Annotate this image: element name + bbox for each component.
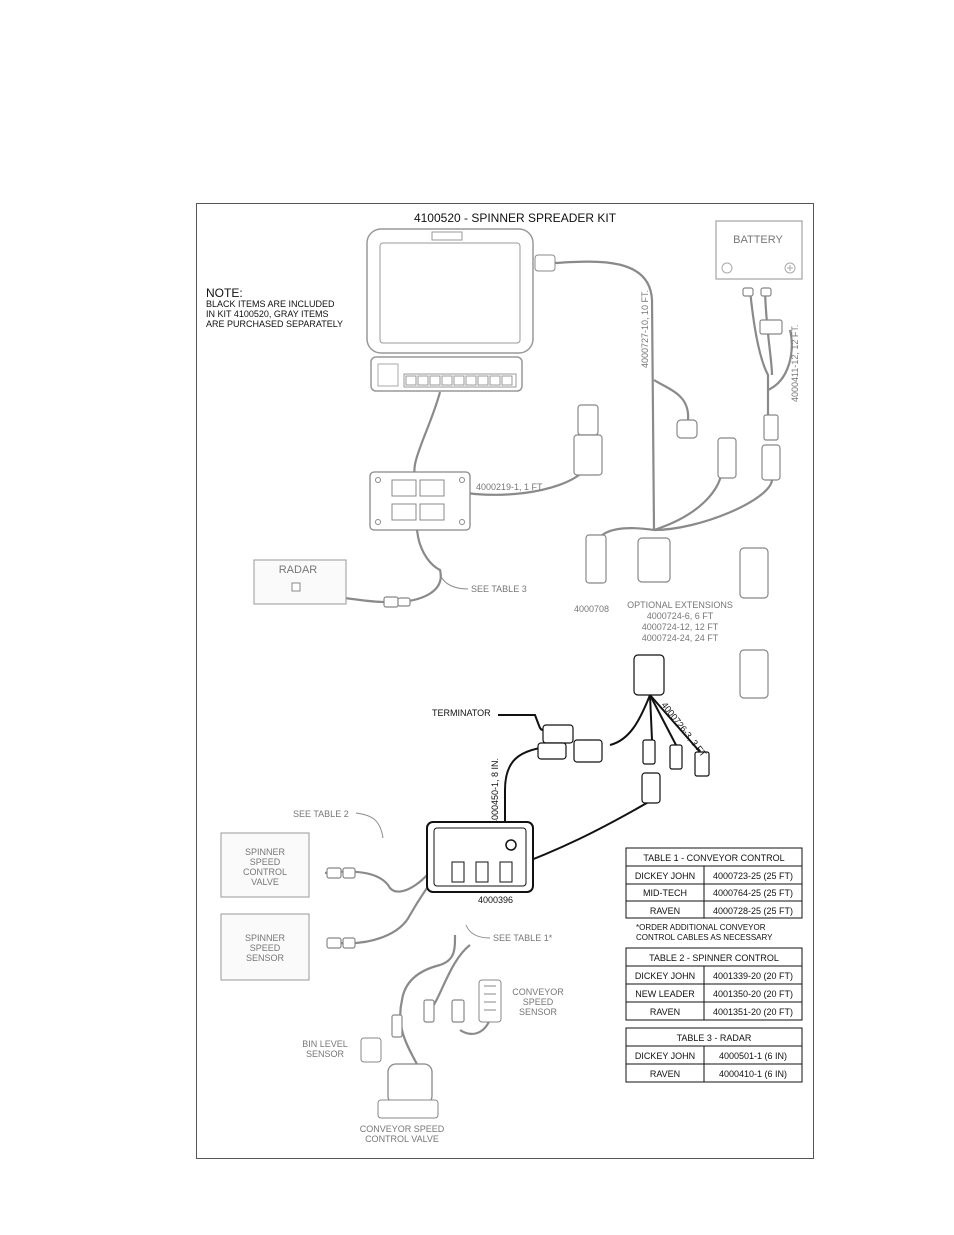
table-1-r2-c1: MID-TECH — [643, 888, 687, 898]
table-1-r2-c2: 4000764-25 (25 FT) — [713, 888, 793, 898]
table-2-title: TABLE 2 - SPINNER CONTROL — [649, 953, 779, 963]
aux-module-icon — [369, 471, 471, 531]
optional-extensions-label: OPTIONAL EXTENSIONS — [627, 600, 733, 610]
table-3: TABLE 3 - RADAR DICKEY JOHN 4000501-1 (6… — [625, 1027, 803, 1083]
table-2-r3-c2: 4001351-20 (20 FT) — [713, 1007, 793, 1017]
battery-label: BATTERY — [733, 234, 783, 246]
conveyor-sensor-line-1: CONVEYOR — [512, 987, 564, 997]
table-3-r1-c1: DICKEY JOHN — [635, 1051, 695, 1061]
spinner-sensor-line-1: SPINNER — [245, 933, 286, 943]
part-4000708-label: 4000708 — [574, 604, 609, 614]
ext-line-3: 4000724-24, 24 FT — [642, 633, 719, 643]
table-1-r3-c2: 4000728-25 (25 FT) — [713, 906, 793, 916]
table-2-r2-c2: 4001350-20 (20 FT) — [713, 989, 793, 999]
spinner-sensor-line-2: SPEED — [250, 943, 281, 953]
diagram-frame — [196, 203, 814, 1159]
spinner-sensor-line-3: SENSOR — [246, 953, 285, 963]
spinner-valve-line-3: CONTROL — [243, 867, 287, 877]
conveyor-sensor-line-2: SPEED — [523, 997, 554, 1007]
spinner-valve-line-2: SPEED — [250, 857, 281, 867]
bin-level-line-2: SENSOR — [306, 1049, 345, 1059]
table-2-r3-c1: RAVEN — [650, 1007, 680, 1017]
spinner-valve-line-4: VALVE — [251, 877, 279, 887]
radar-label: RADAR — [279, 564, 318, 576]
cable-aux-label: 4000219-1, 1 FT — [476, 482, 543, 492]
table-1-r3-c1: RAVEN — [650, 906, 680, 916]
see-table-2-label: SEE TABLE 2 — [293, 809, 349, 819]
display-icon — [366, 228, 556, 392]
cable-battery-label: 4000411-12, 12 FT. — [790, 325, 800, 402]
table-1-footnote-2: CONTROL CABLES AS NECESSARY — [636, 933, 773, 942]
terminator-label: TERMINATOR — [432, 708, 491, 718]
ext-line-2: 4000724-12, 12 FT — [642, 622, 719, 632]
table-2-r1-c1: DICKEY JOHN — [635, 971, 695, 981]
table-3-r2-c1: RAVEN — [650, 1069, 680, 1079]
note-line-3: ARE PURCHASED SEPARATELY — [206, 319, 343, 329]
radar-box — [253, 559, 347, 605]
diagram-title: 4100520 - SPINNER SPREADER KIT — [414, 211, 617, 225]
bin-level-sensor-icon — [360, 1037, 382, 1063]
battery-icon — [715, 220, 803, 280]
table-1-footnote-1: *ORDER ADDITIONAL CONVEYOR — [636, 923, 766, 932]
table-3-title: TABLE 3 - RADAR — [677, 1033, 752, 1043]
table-1-r1-c2: 4000723-25 (25 FT) — [713, 871, 793, 881]
spinner-valve-box — [220, 832, 310, 898]
ext-line-1: 4000724-6, 6 FT — [647, 611, 714, 621]
module-part-label: 4000396 — [478, 895, 513, 905]
conveyor-valve-icon — [377, 1063, 439, 1119]
table-2-r2-c1: NEW LEADER — [635, 989, 695, 999]
conveyor-sensor-line-3: SENSOR — [519, 1007, 558, 1017]
cable-display-label: 4000727-10, 10 FT. — [640, 290, 650, 368]
table-2: TABLE 2 - SPINNER CONTROL DICKEY JOHN 40… — [625, 947, 803, 1021]
connector-icons — [326, 287, 783, 1038]
table-3-r2-c2: 4000410-1 (6 IN) — [719, 1069, 787, 1079]
harness-connectors — [537, 654, 710, 804]
table-1-r1-c1: DICKEY JOHN — [635, 871, 695, 881]
spinner-sensor-box — [220, 913, 310, 981]
bin-level-line-1: BIN LEVEL — [302, 1039, 348, 1049]
see-table-3-label: SEE TABLE 3 — [471, 584, 527, 594]
conveyor-valve-line-1: CONVEYOR SPEED — [360, 1124, 445, 1134]
note-line-1: BLACK ITEMS ARE INCLUDED — [206, 299, 335, 309]
table-1-title: TABLE 1 - CONVEYOR CONTROL — [643, 853, 784, 863]
spinner-module-icon — [426, 821, 534, 893]
see-table-1-label: SEE TABLE 1* — [493, 933, 553, 943]
table-3-r1-c2: 4000501-1 (6 IN) — [719, 1051, 787, 1061]
spinner-valve-line-1: SPINNER — [245, 847, 286, 857]
radar-connector-icon — [291, 582, 301, 592]
note-heading: NOTE: — [206, 286, 243, 300]
cable-8in-label: 4000450-1, 8 IN. — [490, 758, 500, 825]
conveyor-sensor-icon — [478, 979, 502, 1023]
conveyor-valve-line-2: CONTROL VALVE — [365, 1134, 439, 1144]
table-2-r1-c2: 4001339-20 (20 FT) — [713, 971, 793, 981]
note-line-2: IN KIT 4100520, GRAY ITEMS — [206, 309, 329, 319]
cable-3ft-label: 4000726-3, 3 FT — [659, 700, 708, 759]
table-1: TABLE 1 - CONVEYOR CONTROL DICKEY JOHN 4… — [625, 847, 803, 919]
